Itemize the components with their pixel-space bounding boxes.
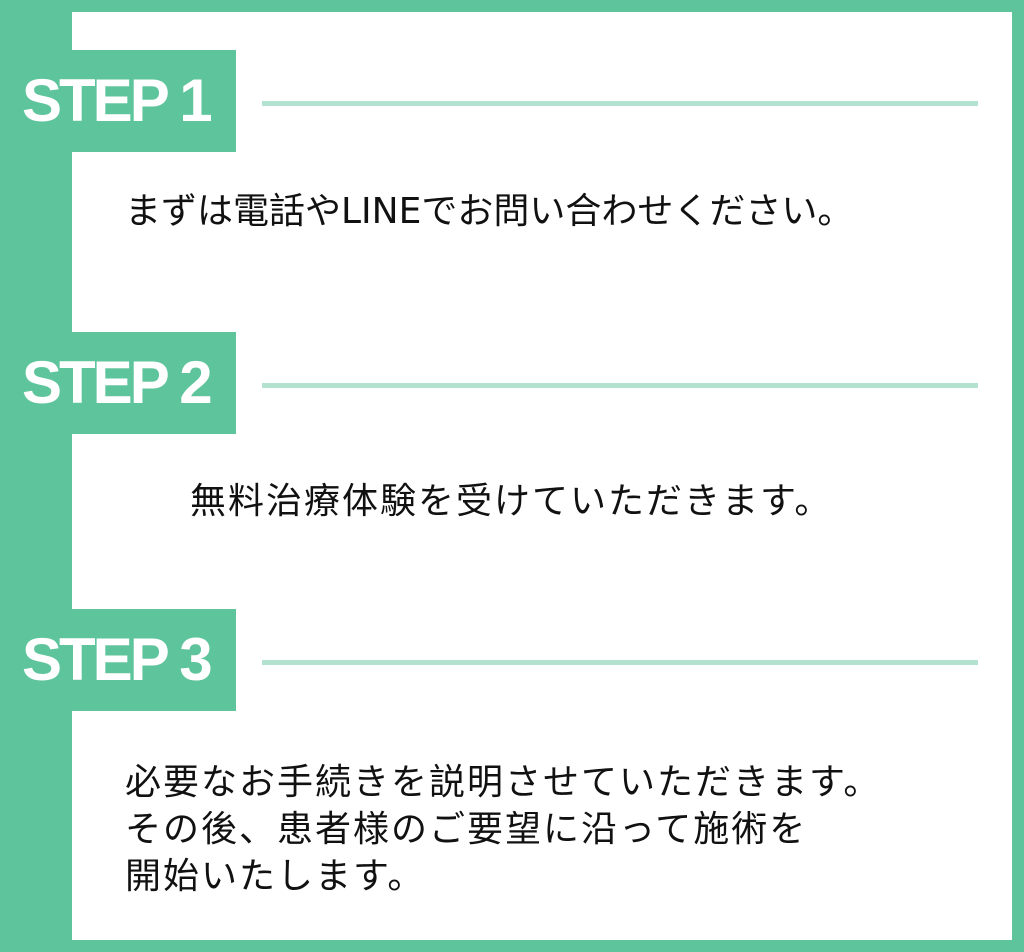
step-1-description: まずは電話やLINEでお問い合わせください。 bbox=[125, 188, 853, 235]
step-1-line-1: まずは電話やLINEでお問い合わせください。 bbox=[125, 191, 854, 232]
step-1-label: STEP 1 bbox=[0, 50, 236, 152]
step-2-line-1: 無料治療体験を受けていただきます。 bbox=[190, 481, 833, 522]
step-2-divider bbox=[262, 383, 978, 388]
content-panel bbox=[72, 12, 1012, 940]
step-2-description: 無料治療体験を受けていただきます。 bbox=[190, 478, 832, 525]
step-2-label: STEP 2 bbox=[0, 332, 236, 434]
step-3-line-2: その後、患者様のご要望に沿って施術を bbox=[125, 809, 808, 850]
step-3-label: STEP 3 bbox=[0, 609, 236, 711]
step-1-divider bbox=[262, 101, 978, 106]
step-3-line-3: 開始いたします。 bbox=[125, 856, 426, 897]
step-3-description: 必要なお手続きを説明させていただきます。 その後、患者様のご要望に沿って施術を … bbox=[125, 759, 881, 900]
step-3-line-1: 必要なお手続きを説明させていただきます。 bbox=[125, 762, 882, 803]
step-3-divider bbox=[262, 660, 978, 665]
